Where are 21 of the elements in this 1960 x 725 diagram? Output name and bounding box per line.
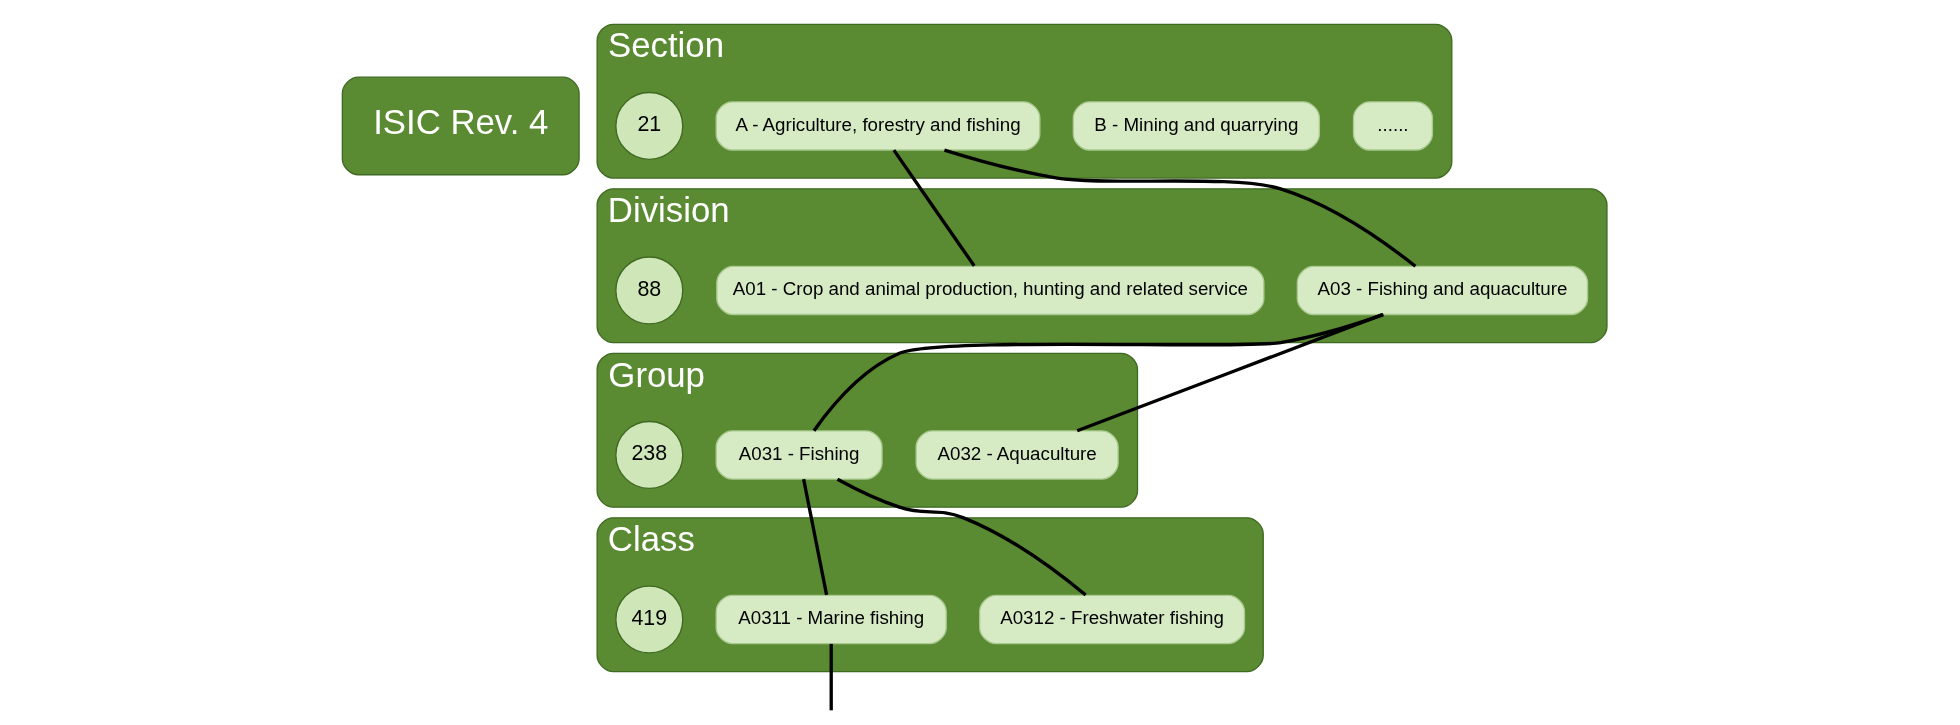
connector [943, 148, 1417, 268]
node-circle: 21 [615, 91, 684, 161]
connector [812, 313, 1384, 432]
node-circle: 419 [615, 585, 684, 654]
connector [802, 478, 829, 596]
node-box: A031 - Fishing [715, 430, 883, 480]
node-box: A03 - Fishing and aquaculture [1296, 265, 1589, 316]
node-box: ISIC Rev. 4 [341, 76, 580, 176]
connector [1076, 313, 1383, 433]
connector [836, 477, 1087, 597]
node-box: B - Mining and quarrying [1072, 101, 1321, 151]
node-box: A0312 - Freshwater fishing [979, 594, 1246, 645]
node-box: A032 - Aquaculture [915, 430, 1119, 480]
connector [892, 149, 976, 267]
node-box: A0311 - Marine fishing [715, 594, 947, 645]
node-circle: 88 [615, 256, 684, 325]
node-box: A01 - Crop and animal production, hunting and related service [716, 265, 1265, 316]
node-circle: 238 [615, 420, 684, 490]
node-box: ...... [1352, 101, 1434, 151]
connector [829, 643, 833, 711]
node-box: A - Agriculture, forestry and fishing [715, 101, 1041, 151]
